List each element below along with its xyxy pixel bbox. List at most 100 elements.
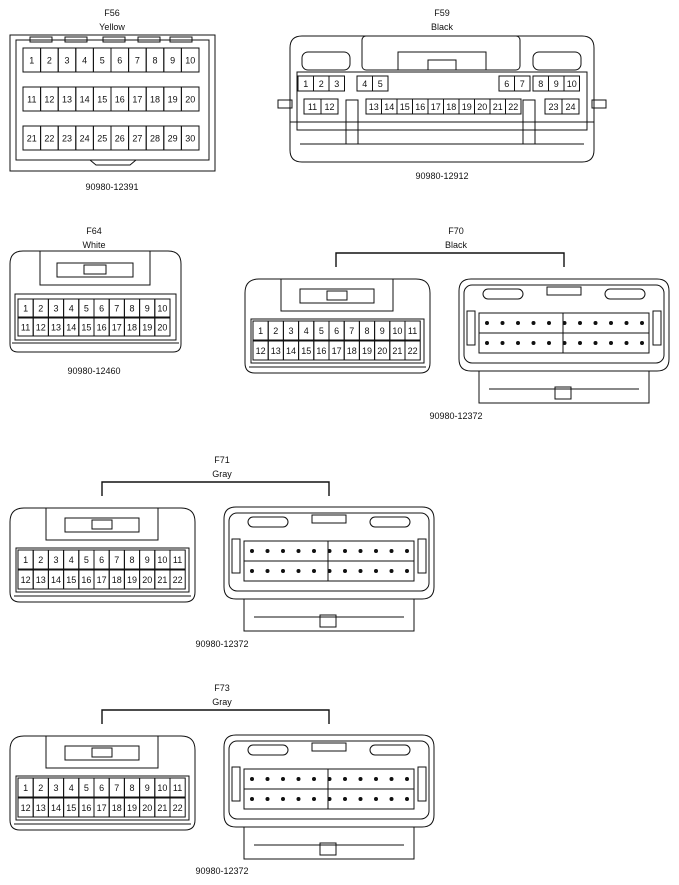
- f73-pin-7-number: 7: [114, 783, 119, 793]
- f71-color-label: Gray: [212, 469, 232, 479]
- f70-recep-contact: [547, 321, 551, 325]
- f70-recep-contact: [640, 321, 644, 325]
- f71-recep-contact: [374, 549, 378, 553]
- f56-pin-23-number: 23: [62, 133, 72, 143]
- f56-pin-2-number: 2: [47, 55, 52, 65]
- f71-recep-outer: [223, 506, 435, 600]
- f71-recep-contact: [312, 549, 316, 553]
- f64-pin-3-number: 3: [53, 303, 58, 313]
- f70-recep-contact: [562, 321, 567, 325]
- f73-recep-contact: [358, 797, 363, 801]
- f70-recep-contact: [516, 341, 520, 345]
- f71-pin-16-number: 16: [81, 575, 91, 585]
- f71-part-number: 90980-12372: [195, 639, 249, 649]
- f71-pin-3-number: 3: [53, 555, 58, 565]
- f73-id-label: F73: [214, 683, 230, 693]
- f56-pin-15-number: 15: [97, 94, 107, 104]
- f70-pin-16-number: 16: [316, 346, 326, 356]
- f73-pin-22-number: 22: [173, 803, 183, 813]
- f64-housing-outer: [9, 250, 182, 353]
- f70-pin-11-cell: [404, 320, 421, 341]
- f71-pin-20-number: 20: [142, 575, 152, 585]
- f56-pin-28-number: 28: [150, 133, 160, 143]
- f56-pin-5-number: 5: [100, 55, 105, 65]
- f59-lock-window: [397, 51, 487, 71]
- f64-pin-field: [14, 293, 177, 341]
- f70-pin-10-number: 10: [392, 326, 402, 336]
- f70-recep-contact: [516, 321, 520, 325]
- f71-recep-side-left: [231, 538, 241, 574]
- f56-pin-13-number: 13: [62, 94, 72, 104]
- f71-recep-key: [311, 514, 347, 524]
- f71-pin-22-cell: [169, 569, 186, 590]
- f73-pin-12-number: 12: [21, 803, 31, 813]
- f70-recep-contact: [578, 321, 582, 325]
- f73-pin-20-number: 20: [142, 803, 152, 813]
- f73-recep-contact: [327, 777, 332, 781]
- f71-recep-contact: [405, 549, 409, 553]
- f64-color-label: White: [82, 240, 106, 250]
- f70-pin-7-number: 7: [349, 326, 354, 336]
- f70-recep-skirt: [478, 370, 650, 404]
- f59-pin-1-number: 1: [303, 79, 308, 89]
- f71-pin-9-number: 9: [145, 555, 150, 565]
- f73-pin-18-number: 18: [112, 803, 122, 813]
- f73-recep-key: [311, 742, 347, 752]
- f64-pin-15-number: 15: [81, 322, 91, 332]
- f71-pin-2-number: 2: [38, 555, 43, 565]
- f59-top-left-rib: [301, 51, 351, 71]
- f70-recep-contact: [640, 341, 644, 345]
- f56-pin-30-number: 30: [185, 133, 195, 143]
- f70-pin-11-number: 11: [408, 326, 417, 336]
- f73-recep-contact: [296, 777, 301, 781]
- f59-top-right-rib: [532, 51, 582, 71]
- f73-pin-3-number: 3: [53, 783, 58, 793]
- f56-part-number: 90980-12391: [85, 182, 139, 192]
- f70-recep-slot-right: [604, 288, 646, 300]
- f71-pin-10-number: 10: [157, 555, 167, 565]
- f70-recep-key: [546, 286, 582, 296]
- f59-lock-tab: [427, 59, 457, 71]
- f70-plug-top-latch: [280, 278, 394, 312]
- f73-plug-pin-field: [15, 775, 190, 821]
- f71-recep-side-right: [417, 538, 427, 574]
- f73-pair-bracket: [101, 709, 330, 724]
- f71-recep-slot-left: [247, 516, 289, 528]
- f64-pin-4-number: 4: [69, 303, 74, 313]
- f70-recep-outer: [458, 278, 670, 372]
- f71-recep-contact: [389, 569, 394, 573]
- f56-pin-16-number: 16: [115, 94, 125, 104]
- f70-recep-inner: [463, 284, 665, 364]
- f73-pin-13-number: 13: [36, 803, 46, 813]
- f59-pin-14-number: 14: [384, 102, 394, 112]
- f70-recep-contact: [609, 321, 613, 325]
- f56-housing-inner: [15, 39, 210, 161]
- f59-housing-outer: [289, 35, 595, 163]
- f56-latch-tab-1: [29, 36, 53, 43]
- f71-recep-contact: [296, 569, 301, 573]
- f70-recep-contact: [547, 341, 551, 345]
- f71-pin-4-number: 4: [69, 555, 74, 565]
- f56-latch-tab-2: [64, 36, 88, 43]
- f70-pin-8-number: 8: [364, 326, 369, 336]
- f64-pin-10-cell: [154, 298, 171, 318]
- f70-pin-14-number: 14: [286, 346, 296, 356]
- f70-recep-contact: [562, 341, 567, 345]
- f73-pin-1-number: 1: [23, 783, 28, 793]
- f64-pin-6-number: 6: [99, 303, 104, 313]
- f71-pin-13-number: 13: [36, 575, 46, 585]
- f56-pin-7-number: 7: [135, 55, 140, 65]
- f70-pin-18-number: 18: [347, 346, 357, 356]
- f70-plug-outer: [244, 278, 431, 374]
- f71-recep-contact: [343, 569, 347, 573]
- f71-recep-contact: [405, 569, 409, 573]
- f64-pin-19-number: 19: [142, 322, 152, 332]
- f56-pin-17-number: 17: [132, 94, 142, 104]
- f70-pin-22-cell: [404, 340, 421, 361]
- f73-pin-8-number: 8: [129, 783, 134, 793]
- f59-pin-22-cell: [505, 98, 522, 115]
- f59-pin-7-cell: [514, 75, 531, 92]
- f73-recep-side-right: [417, 766, 427, 802]
- f70-pin-5-number: 5: [319, 326, 324, 336]
- f59-pin-17-number: 17: [431, 102, 441, 112]
